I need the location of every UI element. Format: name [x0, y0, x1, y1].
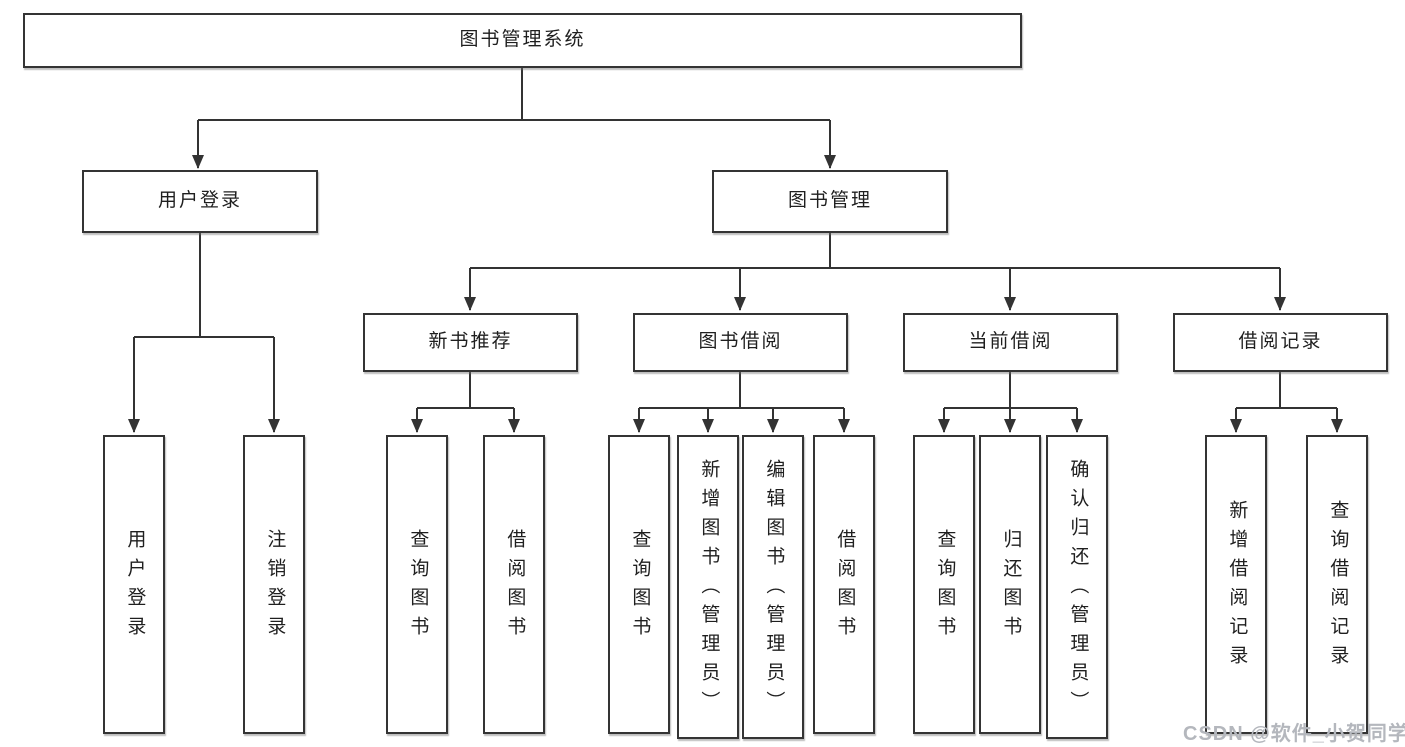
node-label: 查询借阅记录	[1327, 499, 1349, 674]
node-label: 用户登录	[124, 528, 146, 645]
node-label: 借阅图书	[504, 528, 526, 645]
node-label: 新增借阅记录	[1226, 499, 1248, 674]
node-leaf-add-books-admin: 新增图书（管理员）	[677, 435, 739, 739]
node-leaf-logout: 注销登录	[243, 435, 305, 734]
node-book-management: 图书管理	[712, 170, 948, 233]
node-leaf-query-books-3: 查询图书	[913, 435, 975, 734]
node-label: 编辑图书（管理员）	[763, 458, 785, 720]
node-leaf-edit-books-admin: 编辑图书（管理员）	[742, 435, 804, 739]
node-leaf-user-login: 用户登录	[103, 435, 165, 734]
node-user-login: 用户登录	[82, 170, 318, 233]
node-new-book-recommend: 新书推荐	[363, 313, 578, 372]
node-leaf-query-books-1: 查询图书	[386, 435, 448, 734]
node-leaf-borrow-books-2: 借阅图书	[813, 435, 875, 734]
node-label: 查询图书	[629, 528, 651, 645]
node-label: 查询图书	[407, 528, 429, 645]
node-label: 注销登录	[264, 528, 286, 645]
node-label: 归还图书	[1000, 528, 1022, 645]
node-leaf-return-books: 归还图书	[979, 435, 1041, 734]
node-label: 图书管理	[787, 190, 872, 212]
node-leaf-query-borrow-record: 查询借阅记录	[1306, 435, 1368, 734]
node-current-borrow: 当前借阅	[903, 313, 1118, 372]
node-leaf-confirm-return-admin: 确认归还（管理员）	[1046, 435, 1108, 739]
node-book-borrow: 图书借阅	[633, 313, 848, 372]
node-label: 用户登录	[157, 190, 242, 212]
node-leaf-borrow-books-1: 借阅图书	[483, 435, 545, 734]
node-label: 新增图书（管理员）	[698, 458, 720, 720]
csdn-watermark: CSDN @软件_小贺同学	[1183, 723, 1405, 745]
node-root-system: 图书管理系统	[23, 13, 1022, 68]
node-label: 借阅记录	[1238, 331, 1323, 353]
node-label: 图书管理系统	[459, 29, 586, 51]
node-label: 新书推荐	[428, 331, 513, 353]
node-label: 图书借阅	[698, 331, 783, 353]
node-label: 借阅图书	[834, 528, 856, 645]
node-borrow-records: 借阅记录	[1173, 313, 1388, 372]
node-label: 确认归还（管理员）	[1067, 458, 1089, 720]
node-leaf-query-books-2: 查询图书	[608, 435, 670, 734]
node-label: 当前借阅	[968, 331, 1053, 353]
node-leaf-add-borrow-record: 新增借阅记录	[1205, 435, 1267, 734]
node-label: 查询图书	[934, 528, 956, 645]
